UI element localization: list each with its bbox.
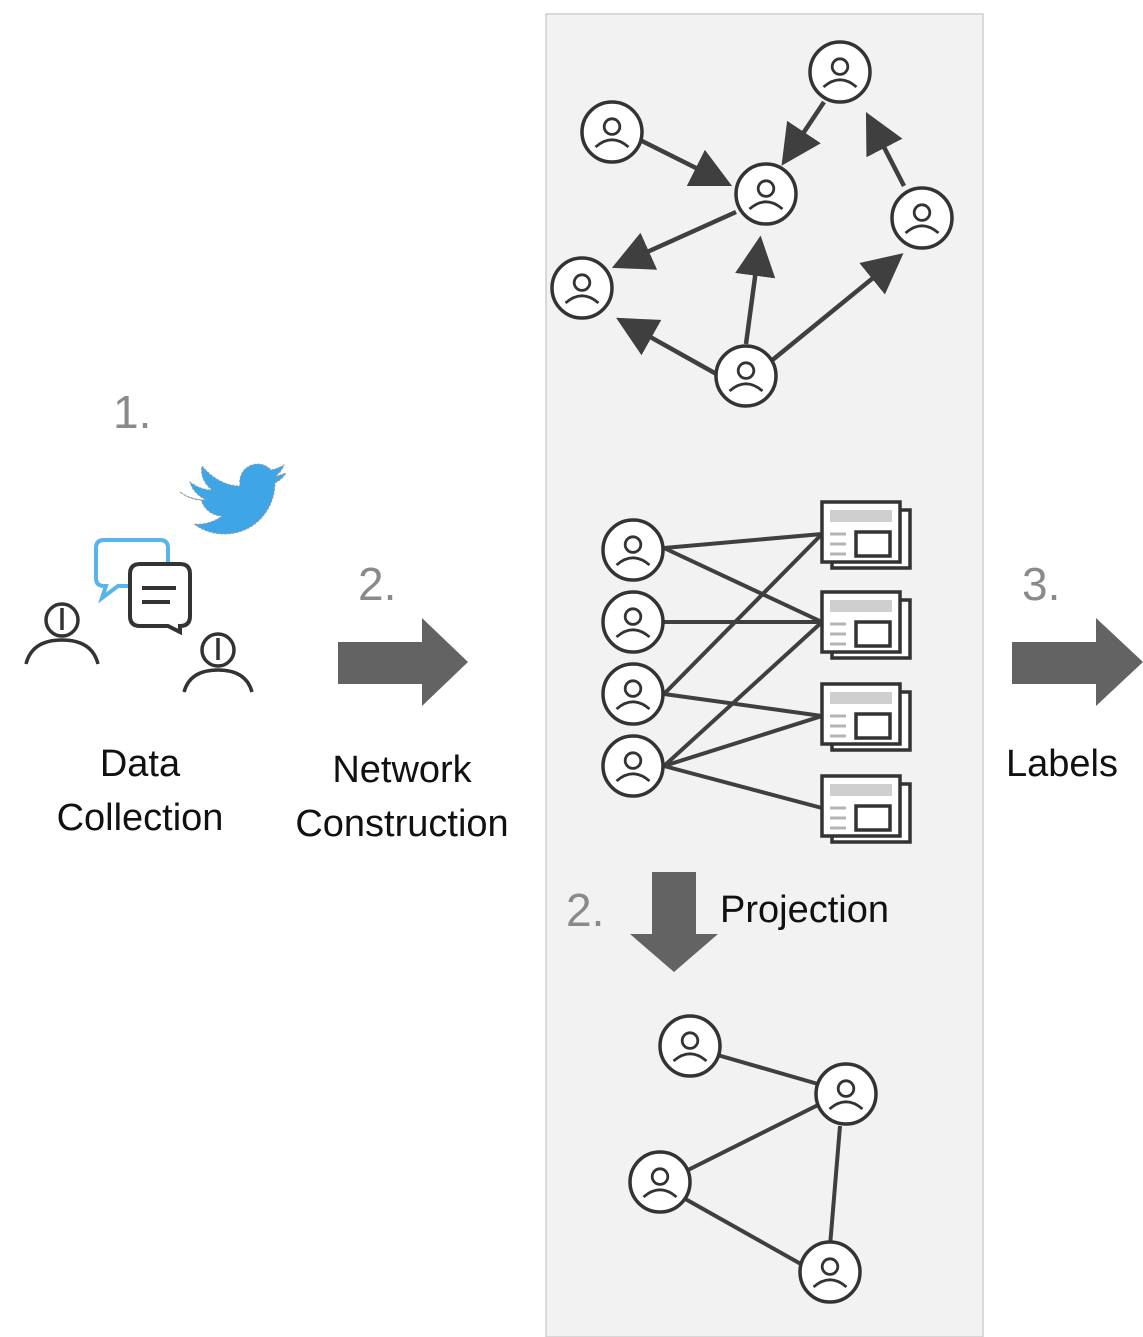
user-icon-bipartite-4 bbox=[601, 734, 665, 798]
step-2-label-line2: Construction bbox=[295, 803, 508, 845]
projected-network bbox=[628, 1014, 878, 1304]
edge-c-to-d bbox=[611, 209, 737, 270]
user-icon-projected-3 bbox=[628, 1150, 692, 1214]
step-2-number: 2. bbox=[358, 558, 396, 610]
news-article-icons bbox=[820, 500, 912, 844]
network-construction-arrow-icon bbox=[338, 618, 468, 706]
user-icon-directed-5 bbox=[550, 256, 614, 320]
user-icon-directed-2 bbox=[808, 40, 872, 104]
projected-edges bbox=[679, 1052, 842, 1270]
step-2-label-line1: Network bbox=[332, 749, 472, 791]
person-icon-right bbox=[182, 632, 254, 693]
edge-a-to-c bbox=[638, 137, 733, 187]
step-3-number: 3. bbox=[1022, 558, 1060, 610]
chat-bubbles-icon bbox=[94, 538, 192, 636]
user-icon-projected-1 bbox=[658, 1014, 722, 1078]
labels-arrow-icon bbox=[1012, 618, 1143, 706]
step-1-label-line1: Data bbox=[100, 743, 181, 785]
news-article-icon-2 bbox=[820, 590, 912, 660]
user-icon-bipartite-3 bbox=[601, 662, 665, 726]
bipartite-edges bbox=[662, 532, 824, 810]
news-article-icon-3 bbox=[820, 682, 912, 752]
step-1-number: 1. bbox=[113, 386, 151, 438]
bipartite-user-nodes bbox=[601, 518, 665, 798]
projection-label: Projection bbox=[720, 889, 889, 931]
bipartite-network bbox=[601, 500, 912, 844]
user-icon-directed-3 bbox=[734, 162, 798, 226]
news-article-icon-1 bbox=[820, 500, 912, 570]
person-icon-left bbox=[24, 602, 100, 665]
edge-b-to-c bbox=[781, 100, 826, 166]
directed-network bbox=[550, 40, 954, 408]
edge-e-to-b bbox=[865, 111, 907, 188]
projected-nodes bbox=[628, 1014, 878, 1304]
user-icon-directed-1 bbox=[580, 100, 644, 164]
user-icon-bipartite-2 bbox=[601, 590, 665, 654]
user-icon-directed-6 bbox=[714, 344, 778, 408]
user-icon-directed-4 bbox=[890, 186, 954, 250]
news-article-icon-4 bbox=[820, 774, 912, 844]
step-3-label: Labels bbox=[1006, 743, 1118, 785]
user-icon-projected-2 bbox=[814, 1062, 878, 1126]
edge-f-to-d bbox=[616, 317, 722, 378]
projection-arrow-icon bbox=[630, 872, 718, 972]
directed-nodes bbox=[550, 40, 954, 408]
projection-number: 2. bbox=[566, 884, 604, 936]
user-icon-bipartite-1 bbox=[601, 518, 665, 582]
twitter-bird-icon bbox=[179, 463, 288, 535]
edge-f-to-e bbox=[768, 253, 904, 364]
user-icon-projected-4 bbox=[798, 1240, 862, 1304]
edge-f-to-c bbox=[735, 235, 776, 345]
step-1-label-line2: Collection bbox=[57, 797, 224, 839]
directed-edges bbox=[611, 100, 907, 378]
